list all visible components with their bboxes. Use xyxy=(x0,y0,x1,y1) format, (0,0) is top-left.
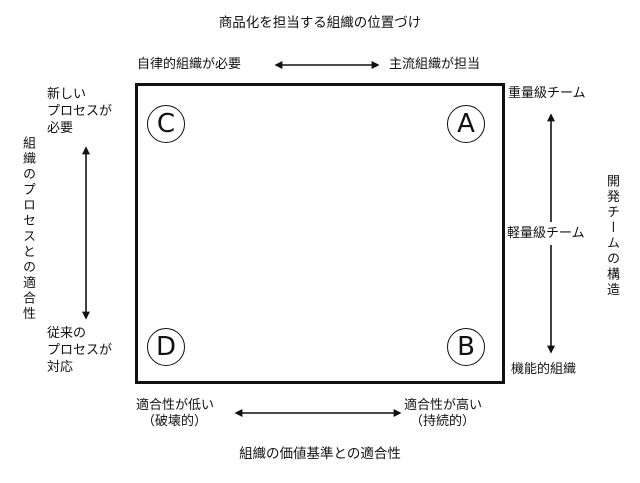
bottom-axis-left-sub: （破壊的） xyxy=(142,414,208,429)
bottom-axis-left-label: 適合性が低い xyxy=(136,398,215,413)
diagram-title-bottom: 組織の価値基準との適合性 xyxy=(239,446,401,462)
quadrant-a-circle: A xyxy=(447,105,485,143)
top-axis-left-label: 自律的組織が必要 xyxy=(137,57,242,72)
left-axis-top-label: 新しい プロセスが 必要 xyxy=(47,87,113,136)
left-axis-title: 組織のプロセスとの適合性 xyxy=(20,136,35,322)
left-axis-bottom-label: 従来の プロセスが 対応 xyxy=(47,326,113,375)
quadrant-c-circle: C xyxy=(147,105,185,143)
diagram-title-top: 商品化を担当する組織の位置づけ xyxy=(218,15,422,31)
bottom-axis-right-label: 適合性が高い xyxy=(404,398,483,413)
quadrant-d-circle: D xyxy=(147,328,185,366)
right-axis-top-label: 重量級チーム xyxy=(508,86,586,101)
right-axis-middle-label: 軽量級チーム xyxy=(507,226,585,241)
bottom-axis-right-sub: （持続的） xyxy=(410,414,476,429)
quadrant-box xyxy=(135,83,505,384)
top-axis-right-label: 主流組織が担当 xyxy=(389,57,481,72)
right-axis-bottom-label: 機能的組織 xyxy=(511,362,577,377)
right-axis-title: 開発チームの構造 xyxy=(604,174,619,298)
quadrant-b-circle: B xyxy=(447,328,485,366)
